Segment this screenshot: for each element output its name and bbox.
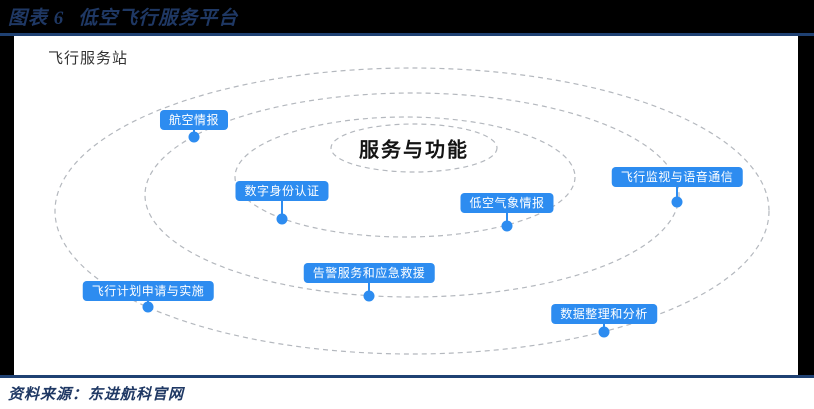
node-flight-monitoring-voice: 飞行监视与语音通信 [611, 167, 743, 187]
node-data-analysis: 数据整理和分析 [551, 304, 657, 324]
node-digital-identity: 数字身份认证 [235, 181, 329, 201]
node-dot [188, 131, 200, 143]
orbit-rings [54, 67, 770, 355]
figure-title-bar: 图表 6 低空飞行服务平台 [0, 0, 814, 33]
diagram-panel: 飞行服务站 服务与功能 航空情报 数字身份认证 低空气象情报 飞行监视与语音通信… [14, 36, 798, 375]
node-aviation-info: 航空情报 [159, 110, 229, 130]
orbit-ellipse-inner [330, 123, 498, 173]
node-weather-info: 低空气象情报 [460, 193, 554, 213]
bottom-rule [0, 375, 814, 378]
figure-number: 图表 6 [8, 8, 65, 29]
node-alert-emergency-rescue: 告警服务和应急救援 [303, 263, 435, 283]
figure-title: 低空飞行服务平台 [78, 8, 239, 29]
orbit-ellipse-2 [234, 116, 576, 238]
top-rule [0, 33, 814, 36]
center-label: 服务与功能 [359, 139, 469, 162]
node-dot [142, 301, 154, 313]
node-dot [598, 326, 610, 338]
node-dot [276, 213, 288, 225]
node-dot [671, 196, 683, 208]
node-flight-plan: 飞行计划申请与实施 [82, 281, 214, 301]
source-text: 资料来源：东进航科官网 [8, 387, 185, 403]
orbit-ellipse-3 [144, 92, 680, 298]
diagram-stage: 飞行服务站 服务与功能 航空情报 数字身份认证 低空气象情报 飞行监视与语音通信… [0, 36, 814, 375]
orbit-ellipse-outer [54, 67, 770, 355]
node-dot [363, 290, 375, 302]
panel-title: 飞行服务站 [48, 50, 129, 67]
source-bar: 资料来源：东进航科官网 [0, 378, 814, 409]
node-dot [501, 220, 513, 232]
